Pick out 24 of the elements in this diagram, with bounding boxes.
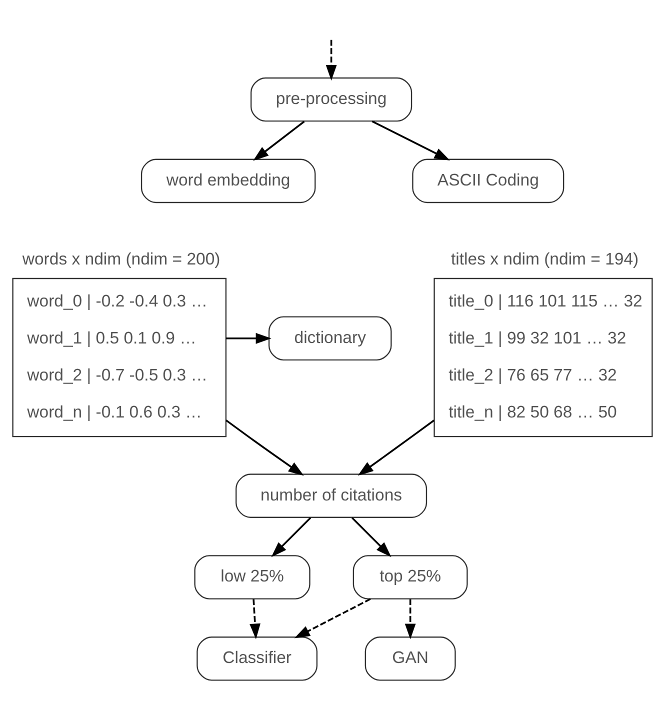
node-box: word_0 | -0.2 -0.4 0.3 … word_1 | 0.5 0.1 0.9 … word_2 | -0.7 -0.5 0.3 … word_n | -0.1 0.6 0.3 … (12, 278, 227, 438)
node-label: titles x ndim (ndim = 194) (451, 249, 639, 268)
arrow (250, 599, 260, 640)
node-label: words x ndim (ndim = 200) (22, 249, 220, 268)
node-box: GAN (364, 636, 456, 681)
node-box: top 25% (352, 555, 468, 600)
node-box: ASCII Coding (412, 158, 564, 204)
node-box: word embedding (140, 158, 316, 204)
arrow (404, 599, 416, 640)
node-box: low 25% (194, 555, 310, 600)
arrow (253, 120, 305, 161)
arrow (226, 420, 304, 476)
arrow (372, 120, 450, 160)
arrow (358, 420, 435, 476)
node-box: title_0 | 116 101 115 … 32 title_1 | 99 32 101 … 32 title_2 | 76 65 77 … 32 title_n | 82 50 68 … 50 (434, 278, 653, 438)
arrow (271, 517, 312, 558)
node-box: dictionary (268, 316, 392, 361)
arrow (226, 332, 272, 344)
node-box: Classifier (196, 636, 318, 681)
arrow (351, 517, 392, 558)
node-box: number of citations (236, 474, 428, 518)
arrow (326, 40, 337, 81)
node-box: pre-processing (250, 77, 412, 122)
arrow (294, 598, 371, 638)
